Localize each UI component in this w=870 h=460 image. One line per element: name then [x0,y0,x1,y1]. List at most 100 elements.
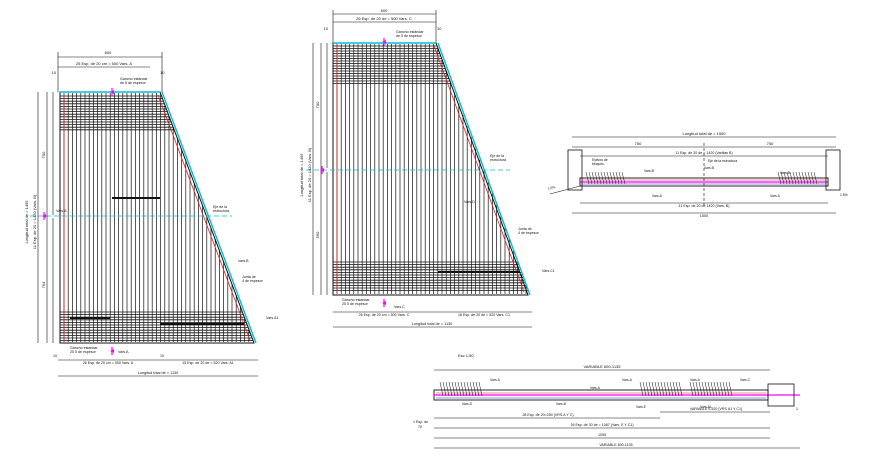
section-bottom-hatch-mark [463,381,468,397]
section-bottom-hatch-mark [666,381,671,397]
section-bottom-dim3: 26 Esp. de 30 de = 1087 (Vars. E Y C1) [570,423,633,427]
section-bottom-hatch-mark [454,381,459,397]
section-bottom-dim5: VARIABLE 600-1135 [599,443,632,447]
section-right-curb-right [825,149,841,191]
section-right-axis: Eje de la estructura [708,159,737,163]
section-right-hatch-right-mark [807,171,812,185]
section-bottom-top-total: VARIABLE 600-1135 [584,364,622,369]
section-bottom-hatch-mark [719,381,724,397]
panel-a-bottom-bars-l: 26 Esp. de 20 cm = 500 Vars. A [83,361,134,365]
section-bottom-edge-r: 1 [796,407,798,411]
section-bottom-dim2: VARIABLE 0-520 (VRS A1 Y C1) [690,407,742,411]
section-right-hatch-right-mark [801,171,806,185]
panel-c-bottom-bars-r: 16 Esp. de 20 de = 520 Vars. C1 [458,313,510,317]
section-bottom-hatch-mark [722,381,727,397]
section-right-curb-left [567,149,583,191]
panel-a-var-a1-label: Vars.A1 [266,316,279,320]
panel-a-left-upper: 700 [41,151,46,158]
section-right-hatch-right [777,171,818,185]
section-right-hatch-right-mark [792,171,797,185]
section-bottom-end-block [767,383,795,407]
section-right-hatch-left-mark [594,171,599,185]
section-bottom-hatch-mark [716,381,721,397]
section-bottom-hatch-mark [657,381,662,397]
section-right-hatch-right-mark [780,171,785,185]
section-right-hatch-left-mark [585,171,590,185]
panel-a-slope-edge [161,91,257,344]
panel-a-bottom-bars-r: 15 Esp. de 20 de = 520 Vars. A1 [182,361,234,365]
panel-a-marker-top [110,88,114,96]
panel-a-top-bars: 25 Esp. de 20 cm = 500 Vars. A [76,61,132,66]
section-bottom-hatch-mark [642,381,647,397]
section-bottom: Esc 1:50 VARIABLE 600-1135 Vars.A Vars.A… [413,353,800,449]
panel-c-left-total: Longitud total de = 1495 [299,153,304,197]
section-bottom-vars-c: Vars.C [740,378,751,382]
panel-a-left-bars: 11 Esp. de 20 = 1420 (Vars. B) [32,194,37,249]
section-bottom-hatch-mark [672,381,677,397]
section-right-var-b3: Vars.B [780,171,791,175]
section-bottom-hatch-mark [466,381,471,397]
section-bottom-hatch-mark [663,381,668,397]
section-right-hatch-left-mark [597,171,602,185]
section-right-hatch-left-mark [588,171,593,185]
section-bottom-vars-e: Vars.E [636,405,647,409]
panel-c-left-bars: 11 Esp. de 20 = 1420 (Vars. B) [307,147,312,202]
section-bottom-hatch-mark [704,381,709,397]
section-bottom-hatch-mark [710,381,715,397]
section-bottom-hatch-mark [478,381,483,397]
panel-a-top-edge-l: 10 [52,70,57,75]
section-bottom-dim4: 1095 [598,433,606,437]
section-right-slope-line [549,185,581,195]
panel-a-var-a2-label: Vars.A [56,209,67,213]
section-bottom-hatch-mark [692,381,697,397]
section-right-hatch-left-mark [618,171,623,185]
section-bottom-hatch-mark [460,381,465,397]
section-bottom-vars-d: Vars.D [462,402,473,406]
panel-a-left-total: Longitud total de = 1495 [24,200,29,244]
panel-a-bottom-edge-l: 10 [53,354,57,358]
panel-c-top-edge-r: 10 [437,26,442,31]
panel-c-left-lower: 590 [315,231,320,238]
panel-c-top-bars: 26 Esp. de 20 de = 500 Vars. C [356,16,412,21]
section-right-hatch-right-mark [786,171,791,185]
panel-a-slope-red [157,94,251,341]
section-bottom-hatch-mark [472,381,477,397]
section-right-hatch-right-mark [804,171,809,185]
section-right-hatch-left-mark [600,171,605,185]
section-bottom-hatch-mark [645,381,650,397]
section-bottom-vars-a3: Vars.A [622,378,633,382]
section-right-hatch-right-mark [810,171,815,185]
section-bottom-hatch-mark [689,381,694,397]
section-right-hatch-right-mark [777,171,782,185]
section-bottom-hatch-mark [469,381,474,397]
section-right-hatch-left-mark [591,171,596,185]
panel-c-slope-edge [437,42,531,296]
section-bottom-dim1: 28 Esp. de 20=250 (VRS.A Y C) [522,413,573,417]
section-right-right-dim: 750 [767,141,774,146]
section-right-left-dim: 750 [635,141,642,146]
section-right-bars: 11 Esp. de 20 de = 1420 (Varillas B) [675,151,732,155]
section-right-hatch-right-mark [798,171,803,185]
section-bottom-hatch-mark [728,381,733,397]
section-bottom-hatch-mark [445,381,450,397]
section-right-var-a: Vars.A [652,194,663,198]
section-bottom-hatch-mark [695,381,700,397]
panel-c-left-upper: 700 [315,101,320,108]
section-right-hatch-right-mark [789,171,794,185]
section-bottom-hatch-mark [448,381,453,397]
panel-a-top-width: 600 [105,50,112,55]
panel-c-marker-axis [320,166,324,174]
section-bottom-hatch-mark [639,381,644,397]
section-right-hatch-right-mark [795,171,800,185]
panel-c-marker-bottom [382,299,386,307]
section-bottom-hatch-mark [648,381,653,397]
panel-a-var-a-label: Vars.A [118,350,129,354]
